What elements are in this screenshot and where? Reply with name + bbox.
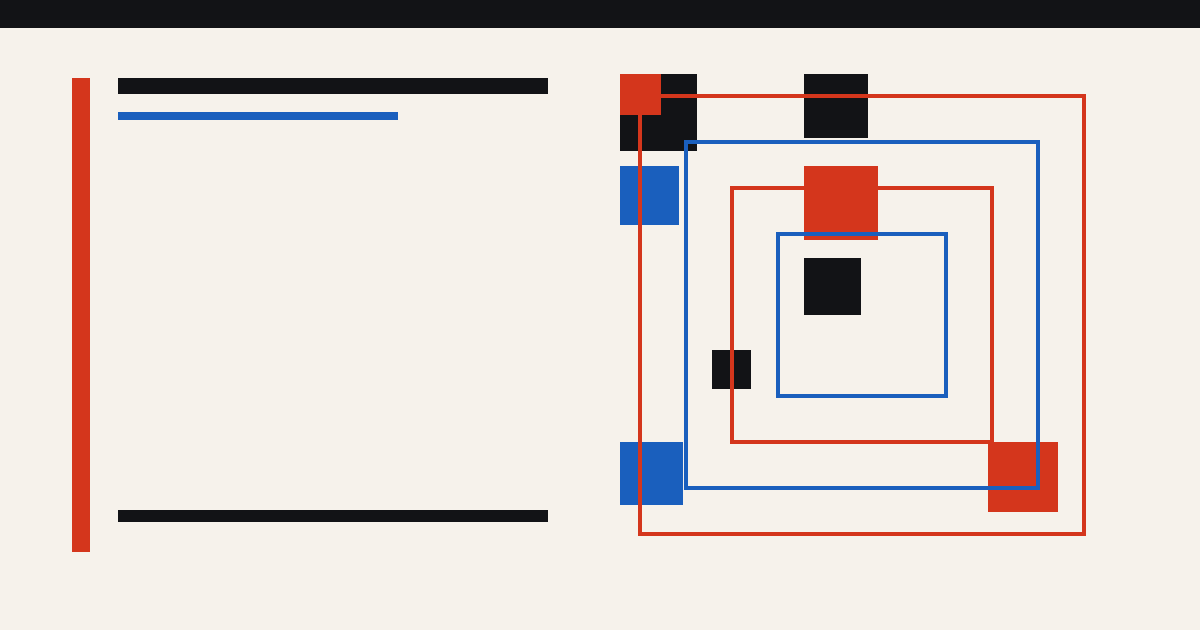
blue-block-bottom-left: [620, 442, 683, 505]
outer-blue-frame: [684, 140, 1040, 490]
red-block-bottom-right: [988, 442, 1058, 512]
subheading-bar: [118, 112, 398, 120]
outer-red-frame: [638, 94, 1086, 536]
inner-blue-frame: [776, 232, 948, 398]
black-block-center: [804, 258, 861, 315]
left-accent-bar: [72, 78, 90, 552]
red-block-corner: [620, 74, 661, 115]
top-bar: [0, 0, 1200, 28]
blue-block-left: [620, 166, 679, 225]
heading-bar: [118, 78, 548, 94]
red-block-center: [804, 166, 878, 240]
black-block-top-center: [804, 74, 868, 138]
footer-bar: [118, 510, 548, 522]
inner-red-frame: [730, 186, 994, 444]
